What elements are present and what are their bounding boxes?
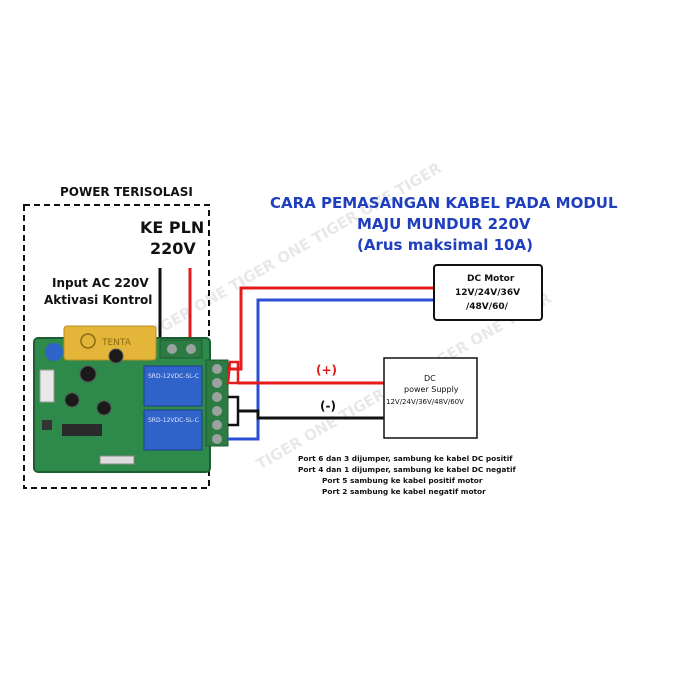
terminal-screw-4-icon [212,406,222,416]
terminal-screw-1-icon [212,364,222,374]
electrolytic-capacitor-2-icon [108,348,124,364]
jumper-negative [228,395,240,427]
terminal-screw-5-icon [212,420,222,430]
electrolytic-capacitor-3-icon [64,392,80,408]
dc-motor-title: DC Motor [467,274,515,284]
motor-negative-wire [228,298,434,441]
power-supply-voltage: 12V/24V/36V/48V/60V [386,398,464,406]
electrolytic-capacitor-1-icon [79,365,97,383]
input-ac-label: Input AC 220V [52,276,149,290]
terminal-screw-2-icon [212,378,222,388]
coil [62,424,102,436]
blue-capacitor-icon [45,343,63,361]
capacitor-label: TENTA [101,338,132,348]
relay-1 [143,365,203,407]
power-supply-box [383,357,478,439]
title-line-1: CARA PEMASANGAN KABEL PADA MODUL [270,194,618,212]
title-line-3: (Arus maksimal 10A) [357,236,533,254]
positive-label: (+) [316,363,337,377]
power-supply-title: DC [424,374,436,383]
note-4: Port 2 sambung ke kabel negatif motor [322,487,486,496]
dc-motor-voltage-2: /48V/60/ [466,302,509,312]
dc-motor-voltage-1: 12V/24V/36V [455,288,520,298]
pin-header [99,455,135,465]
relay-1-label: SRD-12VDC-SL-C [148,373,199,380]
dc-motor-box [433,264,543,321]
note-1: Port 6 dan 3 dijumper, sambung ke kabel … [298,454,513,463]
supply-negative-wire [238,409,384,420]
terminal-screw-6-icon [212,434,222,444]
terminal-screw-3-icon [212,392,222,402]
output-terminal-block [205,359,229,447]
relay-2 [143,409,203,451]
ac-screw-2-icon [186,344,196,354]
ac-screw-1-icon [167,344,177,354]
electrolytic-capacitor-4-icon [96,400,112,416]
note-3: Port 5 sambung ke kabel positif motor [322,476,483,485]
capacitor-logo-icon [80,333,96,349]
push-button [42,420,52,430]
note-2: Port 4 dan 1 dijumper, sambung ke kabel … [298,465,516,474]
negative-label: (-) [320,399,336,413]
relay-module-board: TENTA SRD-12VDC-SL-C SRD-12VDC-SL-C [33,325,229,473]
title-line-2: MAJU MUNDUR 220V [357,215,531,233]
isolation-box [23,204,210,489]
pln-label: KE PLN [140,218,204,237]
motor-positive-wire [228,286,434,371]
relay-2-label: SRD-12VDC-SL-C [148,417,199,424]
power-supply-subtitle: power Supply [404,385,459,394]
isolation-box-label: POWER TERISOLASI [60,185,193,199]
jumper-positive [226,360,240,385]
pln-voltage: 220V [150,239,196,258]
input-ac-sublabel: Aktivasi Kontrol [44,293,152,307]
white-connector [39,369,55,403]
